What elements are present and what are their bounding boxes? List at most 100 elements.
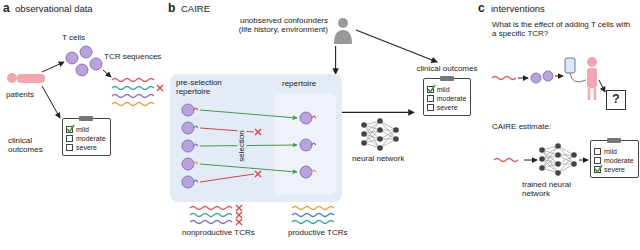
flow-arrow <box>524 160 537 161</box>
checkbox <box>66 135 73 142</box>
t-cell-icon <box>182 122 194 134</box>
tcr-receptor <box>193 144 198 146</box>
outcome-clipboard: mildmoderatesevere <box>62 118 111 156</box>
tcr-receptor <box>311 143 316 145</box>
tcr-sequence <box>190 205 334 225</box>
tcr-sequence <box>190 221 232 224</box>
flow-arrow <box>555 76 563 77</box>
tcr-sequence <box>112 79 163 106</box>
unknown-outcome: ? <box>612 93 619 107</box>
annotation: CAIRE estimate: <box>492 122 551 131</box>
annotation: neural network <box>352 154 404 163</box>
outcome-option: severe <box>604 165 625 174</box>
flow-arrow <box>579 160 588 161</box>
check-mark <box>66 124 75 133</box>
outcome-option: mild <box>604 147 617 156</box>
outcome-option: moderate <box>437 94 467 103</box>
outcome-option: moderate <box>604 156 634 165</box>
intervention-illustration <box>587 57 597 67</box>
outcome-option: severe <box>437 103 458 112</box>
panel-letter: b <box>168 2 175 14</box>
t-cell-icon <box>182 104 194 116</box>
t-cell-icon <box>80 46 92 58</box>
intervention-illustration <box>494 159 518 162</box>
intervention-illustration <box>565 58 575 73</box>
neural-network-icon <box>361 118 399 151</box>
patient-figure <box>17 74 45 83</box>
sampling-arrow <box>42 86 60 118</box>
person-icon <box>338 18 348 28</box>
panel-title: interventions <box>491 4 545 14</box>
question-box: ? <box>606 90 626 110</box>
checkbox <box>427 95 434 102</box>
selection-arrow <box>200 145 297 146</box>
tcr-sequence <box>292 221 334 224</box>
t-cell-icon <box>300 166 312 178</box>
tcr-sequence <box>190 207 232 210</box>
checklist-row: mild <box>594 147 634 156</box>
rejection-arrow <box>200 174 254 182</box>
repertoire-panel <box>274 94 336 194</box>
checklist-row: mild <box>427 85 467 94</box>
checkbox <box>594 157 601 164</box>
annotation: trained neural network <box>522 180 586 198</box>
panel-title: CAIRE <box>181 4 210 14</box>
patient-figure <box>7 73 17 83</box>
check-mark <box>594 164 603 173</box>
clipboard-board: mildmoderatesevere <box>590 140 639 178</box>
tcr-receptor <box>311 116 316 118</box>
tcr-sequence <box>236 205 242 225</box>
outcome-clipboard: clinical outcomesmildmoderatesevere <box>414 62 480 118</box>
checklist-row: moderate <box>594 156 634 165</box>
annotation: patients <box>6 90 34 99</box>
tcr-sequence <box>292 214 334 217</box>
sampling-arrow <box>42 62 64 72</box>
sampling-arrow <box>103 70 111 77</box>
person-icon <box>332 16 354 44</box>
t-cell-icon <box>76 64 88 76</box>
checkbox <box>427 86 434 93</box>
t-cell-icon <box>182 176 194 188</box>
sampling-arrow <box>42 62 111 118</box>
selection-arrow <box>200 164 297 172</box>
group-heading: repertoire <box>282 79 316 88</box>
check-mark <box>427 84 436 93</box>
checklist-row: moderate <box>66 134 106 143</box>
annotation: T cells <box>62 33 85 42</box>
t-cell-icon <box>66 52 78 64</box>
annotation: productive TCRs <box>288 228 347 237</box>
checklist-row: mild <box>66 125 106 134</box>
checkbox <box>594 166 601 173</box>
clipboard-clip <box>607 138 621 143</box>
panel-title: observational data <box>15 4 93 14</box>
t-cell-icon <box>66 46 102 76</box>
outcome-option: moderate <box>76 134 106 143</box>
confounder-text: (life history, environment) <box>222 25 328 34</box>
group-heading: pre-selection repertoire <box>176 78 238 96</box>
outcome-option: severe <box>76 143 97 152</box>
tcr-sequence <box>112 103 154 106</box>
intervention-illustration <box>492 57 597 162</box>
t-cell-icon <box>300 139 312 151</box>
connector-arrow <box>335 46 336 74</box>
intervention-illustration <box>589 88 595 100</box>
t-cell-icon <box>90 58 102 70</box>
selection-arrow <box>200 110 297 118</box>
checklist-row: moderate <box>427 94 467 103</box>
clipboard-clip <box>440 76 454 81</box>
annotation: nonproductive TCRs <box>182 228 255 237</box>
tcr-sequence <box>190 214 232 217</box>
checkbox <box>594 148 601 155</box>
t-cell-icon <box>300 112 312 124</box>
checklist-row: severe <box>66 143 106 152</box>
clipboard-board: mildmoderatesevere <box>62 118 111 156</box>
patient-figure <box>7 73 45 83</box>
tcr-sequence <box>112 79 154 82</box>
outcome-option: mild <box>437 85 450 94</box>
checklist-row: severe <box>427 103 467 112</box>
check-mark <box>595 165 602 172</box>
tcr-sequence <box>112 87 154 90</box>
tcr-receptor <box>193 162 198 164</box>
check-mark <box>428 85 435 92</box>
